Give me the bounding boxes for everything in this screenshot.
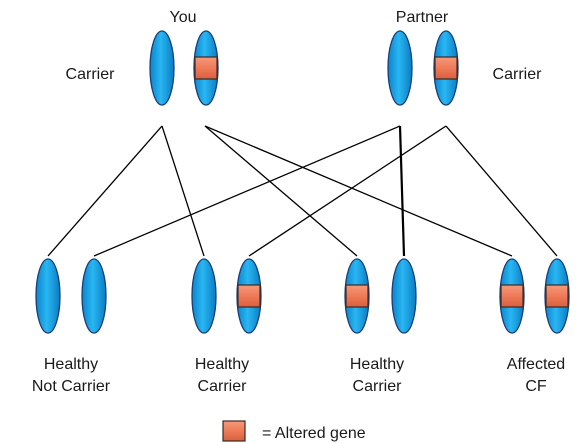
line-you-a-to-child2 bbox=[161, 125, 205, 257]
parent-partner-name: Partner bbox=[396, 9, 449, 26]
line-you-b-to-child3 bbox=[204, 125, 358, 257]
line-partner-a-to-child3 bbox=[398, 125, 406, 257]
child-2-label-line2: Carrier bbox=[198, 378, 248, 395]
chromosome-with-altered-gene bbox=[544, 258, 570, 334]
legend-altered-gene-swatch bbox=[222, 420, 246, 442]
chromosome bbox=[191, 258, 217, 334]
altered-gene-marker bbox=[345, 284, 369, 308]
chromosome bbox=[81, 258, 107, 334]
parent-you-name: You bbox=[170, 9, 197, 26]
altered-gene-marker bbox=[545, 284, 569, 308]
child-2: Healthy Carrier bbox=[191, 258, 262, 395]
child-2-label-line1: Healthy bbox=[195, 356, 249, 373]
child-1: Healthy Not Carrier bbox=[32, 258, 111, 395]
altered-gene-marker bbox=[237, 284, 261, 308]
chromosome-with-altered-gene bbox=[193, 30, 219, 106]
line-you-a-to-child1 bbox=[47, 125, 163, 257]
chromosome-with-altered-gene bbox=[499, 258, 525, 334]
parent-you-status: Carrier bbox=[66, 66, 116, 83]
line-you-b-to-child4 bbox=[204, 125, 513, 257]
child-3-label-line1: Healthy bbox=[350, 356, 404, 373]
child-4: Affected CF bbox=[499, 258, 570, 395]
child-4-label-line1: Affected bbox=[507, 356, 565, 373]
line-partner-a-to-child1 bbox=[93, 125, 401, 257]
chromosome-with-altered-gene bbox=[236, 258, 262, 334]
altered-gene-marker bbox=[194, 56, 218, 80]
chromosome-with-altered-gene bbox=[433, 30, 459, 106]
altered-gene-marker bbox=[434, 56, 458, 80]
child-4-label-line2: CF bbox=[525, 378, 547, 395]
line-partner-b-to-child2 bbox=[248, 125, 447, 257]
altered-gene-marker bbox=[500, 284, 524, 308]
legend: = Altered gene bbox=[222, 420, 366, 442]
inheritance-lines bbox=[47, 125, 558, 257]
parent-you: You Carrier bbox=[66, 9, 219, 106]
chromosome bbox=[387, 30, 413, 106]
chromosome bbox=[391, 258, 417, 334]
child-1-label-line1: Healthy bbox=[44, 356, 98, 373]
legend-label: = Altered gene bbox=[262, 425, 366, 442]
child-3: Healthy Carrier bbox=[344, 258, 417, 395]
parent-partner: Partner Carrier bbox=[387, 9, 543, 106]
parent-partner-status: Carrier bbox=[493, 66, 543, 83]
child-1-label-line2: Not Carrier bbox=[32, 378, 111, 395]
chromosome bbox=[35, 258, 61, 334]
chromosome bbox=[149, 30, 175, 106]
line-partner-b-to-child4 bbox=[445, 125, 558, 257]
chromosome-with-altered-gene bbox=[344, 258, 370, 334]
child-3-label-line2: Carrier bbox=[353, 378, 403, 395]
